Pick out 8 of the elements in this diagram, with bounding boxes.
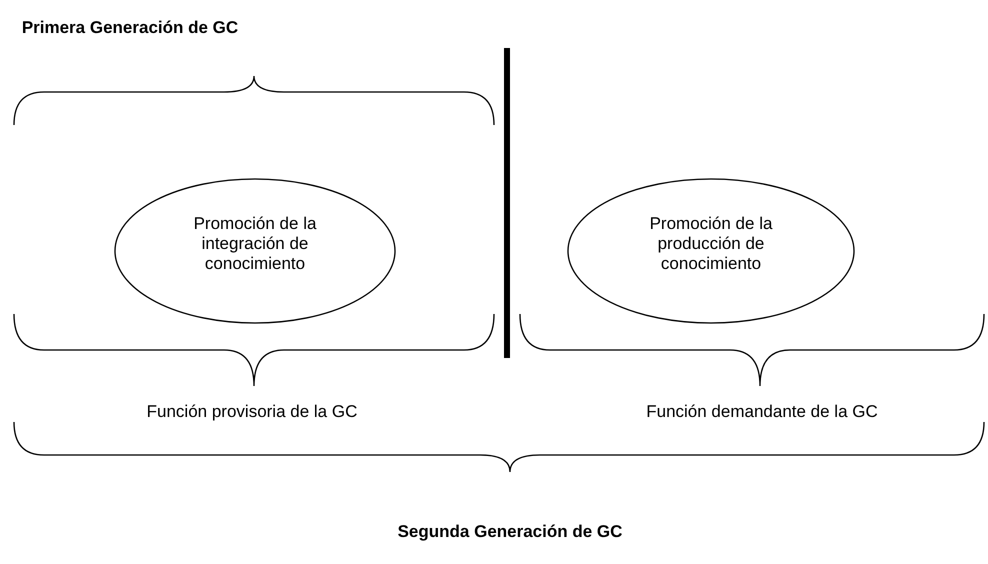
group-heading: Primera Generación de GC <box>22 18 238 38</box>
ellipse-node <box>114 178 396 324</box>
node-text: Promoción de la integración de conocimiento <box>192 214 318 274</box>
node-text: Promoción de la producción de conocimiento <box>648 214 774 274</box>
group-heading: Segunda Generación de GC <box>398 522 622 542</box>
bracket-label: Función demandante de la GC <box>646 402 878 422</box>
ellipse-node <box>567 178 855 324</box>
bracket-label: Función provisoria de la GC <box>146 402 358 422</box>
